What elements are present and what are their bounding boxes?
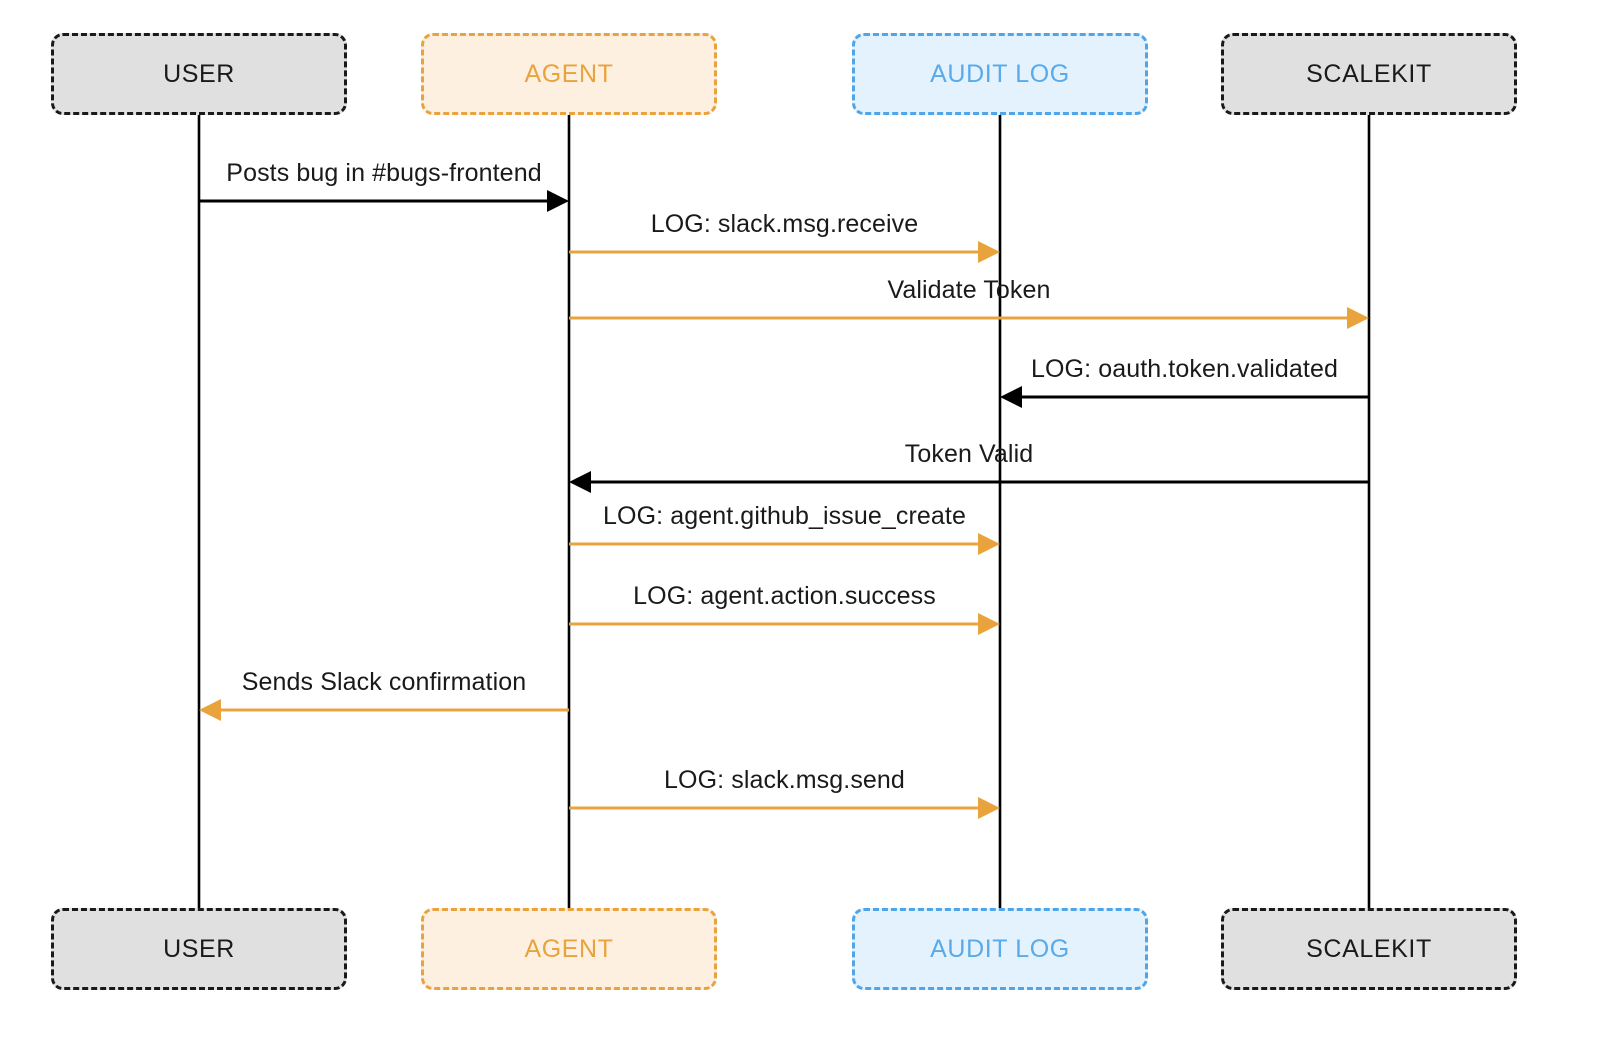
arrowhead-1	[978, 241, 1000, 263]
message-arrows-group	[199, 190, 1369, 819]
participant-box-agent-top[interactable]: AGENT	[421, 33, 717, 115]
message-label-7: Sends Slack confirmation	[241, 668, 527, 696]
participant-box-user-bottom[interactable]: USER	[51, 908, 347, 990]
arrowhead-4	[569, 471, 591, 493]
message-label-6: LOG: agent.action.success	[633, 582, 936, 610]
message-label-0: Posts bug in #bugs-frontend	[226, 159, 542, 187]
message-label-4: Token Valid	[904, 440, 1034, 468]
participant-label-scalekit: SCALEKIT	[1306, 934, 1432, 963]
arrowhead-3	[1000, 386, 1022, 408]
participant-label-scalekit: SCALEKIT	[1306, 59, 1432, 88]
message-label-1: LOG: slack.msg.receive	[650, 210, 919, 238]
participant-label-audit_log: AUDIT LOG	[930, 934, 1070, 963]
participant-box-audit_log-bottom[interactable]: AUDIT LOG	[852, 908, 1148, 990]
message-label-3: LOG: oauth.token.validated	[1031, 355, 1338, 383]
arrowhead-5	[978, 533, 1000, 555]
message-label-5: LOG: agent.github_issue_create	[603, 502, 966, 530]
arrowhead-6	[978, 613, 1000, 635]
arrowhead-0	[547, 190, 569, 212]
participant-label-user: USER	[163, 934, 235, 963]
participant-box-agent-bottom[interactable]: AGENT	[421, 908, 717, 990]
lifelines-group	[197, 115, 1371, 908]
arrowhead-8	[978, 797, 1000, 819]
participant-box-audit_log-top[interactable]: AUDIT LOG	[852, 33, 1148, 115]
message-label-2: Validate Token	[887, 276, 1051, 304]
participant-box-scalekit-top[interactable]: SCALEKIT	[1221, 33, 1517, 115]
message-label-8: LOG: slack.msg.send	[664, 766, 905, 794]
participant-label-agent: AGENT	[524, 934, 614, 963]
participant-label-agent: AGENT	[524, 59, 614, 88]
arrowhead-7	[199, 699, 221, 721]
arrowhead-2	[1347, 307, 1369, 329]
participant-box-scalekit-bottom[interactable]: SCALEKIT	[1221, 908, 1517, 990]
participant-label-audit_log: AUDIT LOG	[930, 59, 1070, 88]
participant-box-user-top[interactable]: USER	[51, 33, 347, 115]
participant-label-user: USER	[163, 59, 235, 88]
